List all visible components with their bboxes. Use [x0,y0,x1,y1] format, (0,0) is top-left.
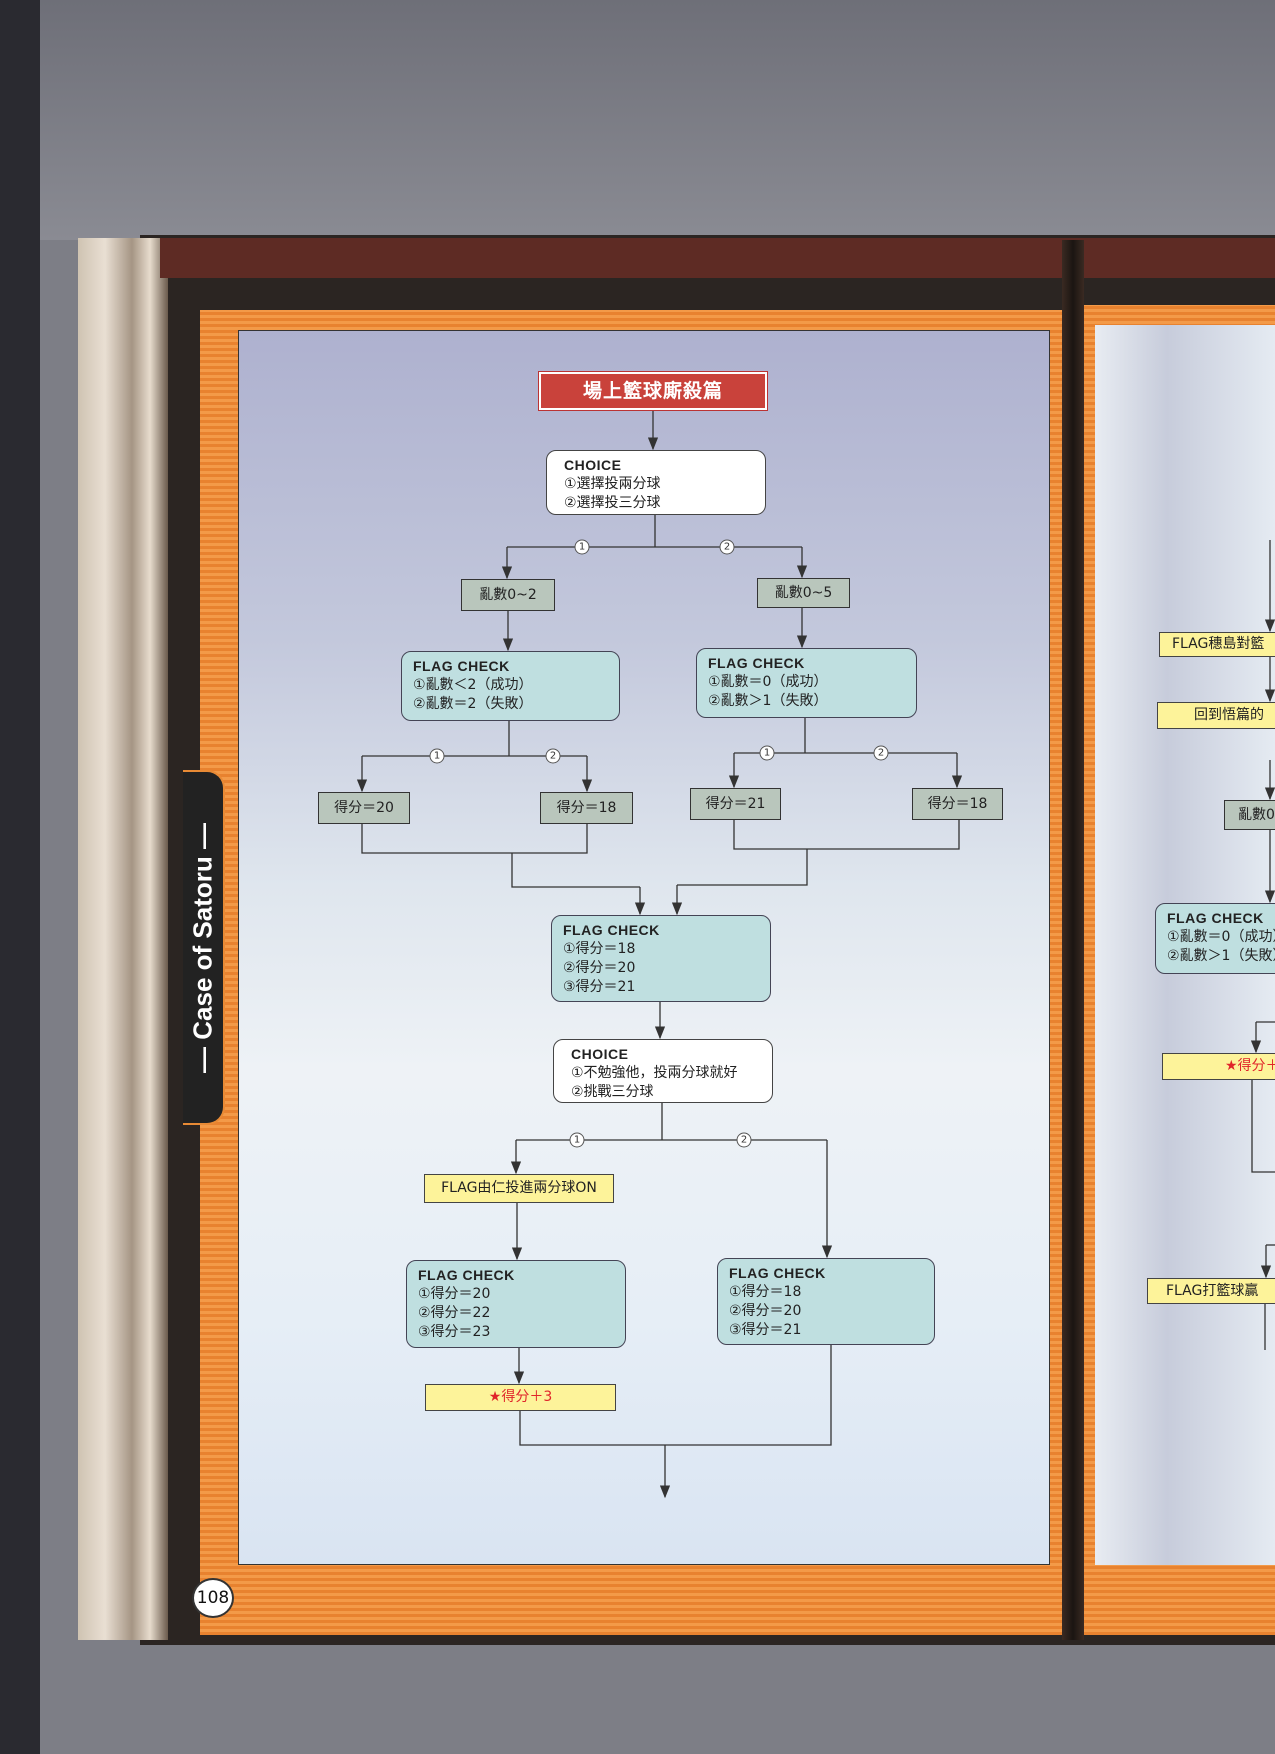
flag-check-option: ①得分＝18 [729,1284,802,1300]
flag-check-heading: FLAG CHECK [563,922,660,938]
flag-check-heading: FLAG CHECK [418,1267,515,1283]
branch-label-2: 2 [545,748,561,764]
page-edges [78,238,168,1640]
scan-background [0,0,1275,240]
branch-label-1: 1 [429,748,445,764]
random-box-a: 亂數0~2 [461,579,555,611]
choice-option: ②挑戰三分球 [571,1084,654,1100]
choice-heading: CHOICE [571,1046,629,1062]
flowchart-title: 場上籃球廝殺篇 [538,371,768,411]
score-box: 得分＝18 [912,788,1003,820]
flag-check-option: ③得分＝23 [418,1324,491,1340]
right-flag-check-box: FLAG CHECK ①亂數＝0（成功） ②亂數＞1（失敗） [1155,903,1275,974]
choice-box-2: CHOICE ①不勉強他，投兩分球就好 ②挑戰三分球 [553,1039,773,1103]
book-spine [1062,240,1084,1640]
random-box-b: 亂數0~5 [757,578,850,608]
right-bonus-box: ★得分＋ [1162,1053,1275,1080]
flag-check-heading: FLAG CHECK [1167,910,1264,926]
score-box: 得分＝21 [690,788,781,820]
flag-check-box-4: FLAG CHECK ①得分＝20 ②得分＝22 ③得分＝23 [406,1260,626,1348]
flag-check-option: ①亂數＝0（成功） [708,674,828,690]
flag-check-option: ②亂數＝2（失敗） [413,696,533,712]
scan-edge [0,0,40,1754]
right-random-box: 亂數0 [1224,800,1275,830]
choice-option: ②選擇投三分球 [564,495,661,511]
score-box: 得分＝20 [318,792,410,824]
flag-check-box-2: FLAG CHECK ①亂數＝0（成功） ②亂數＞1（失敗） [696,648,917,718]
right-return-box: 回到悟篇的 [1157,702,1275,729]
flag-check-option: ①亂數＝0（成功） [1167,929,1275,945]
branch-label-2: 2 [719,539,735,555]
flag-check-option: ①得分＝20 [418,1286,491,1302]
flag-check-option: ②亂數＞1（失敗） [708,693,828,709]
flag-check-option: ②亂數＞1（失敗） [1167,948,1275,964]
branch-label-2: 2 [873,745,889,761]
top-band [160,238,1275,278]
flag-check-box-1: FLAG CHECK ①亂數＜2（成功） ②亂數＝2（失敗） [401,651,620,721]
flag-check-option: ③得分＝21 [563,979,636,995]
choice-option: ①不勉強他，投兩分球就好 [571,1065,738,1081]
flag-check-option: ②得分＝20 [729,1303,802,1319]
choice-heading: CHOICE [564,457,622,473]
page-number: 108 [192,1578,234,1618]
flag-check-heading: FLAG CHECK [729,1265,826,1281]
flag-check-box-5: FLAG CHECK ①得分＝18 ②得分＝20 ③得分＝21 [717,1258,935,1345]
branch-label-1: 1 [569,1132,585,1148]
choice-box-1: CHOICE ①選擇投兩分球 ②選擇投三分球 [546,450,766,515]
flag-check-option: ①得分＝18 [563,941,636,957]
flag-check-heading: FLAG CHECK [413,658,510,674]
right-flag-box: FLAG穗島對籃 [1159,632,1275,657]
right-flag-box-2: FLAG打籃球贏 [1147,1278,1275,1304]
flag-check-box-3: FLAG CHECK ①得分＝18 ②得分＝20 ③得分＝21 [551,915,771,1002]
flag-check-heading: FLAG CHECK [708,655,805,671]
flag-check-option: ①亂數＜2（成功） [413,677,533,693]
bonus-box: ★得分＋3 [425,1384,616,1411]
side-tab: — Case of Satoru — [183,770,225,1125]
flag-check-option: ②得分＝22 [418,1305,491,1321]
flag-on-box: FLAG由仁投進兩分球ON [424,1174,614,1203]
choice-option: ①選擇投兩分球 [564,476,661,492]
branch-label-2: 2 [736,1132,752,1148]
flag-check-option: ②得分＝20 [563,960,636,976]
score-box: 得分＝18 [540,792,633,824]
flag-check-option: ③得分＝21 [729,1322,802,1338]
branch-label-1: 1 [759,745,775,761]
branch-label-1: 1 [574,539,590,555]
